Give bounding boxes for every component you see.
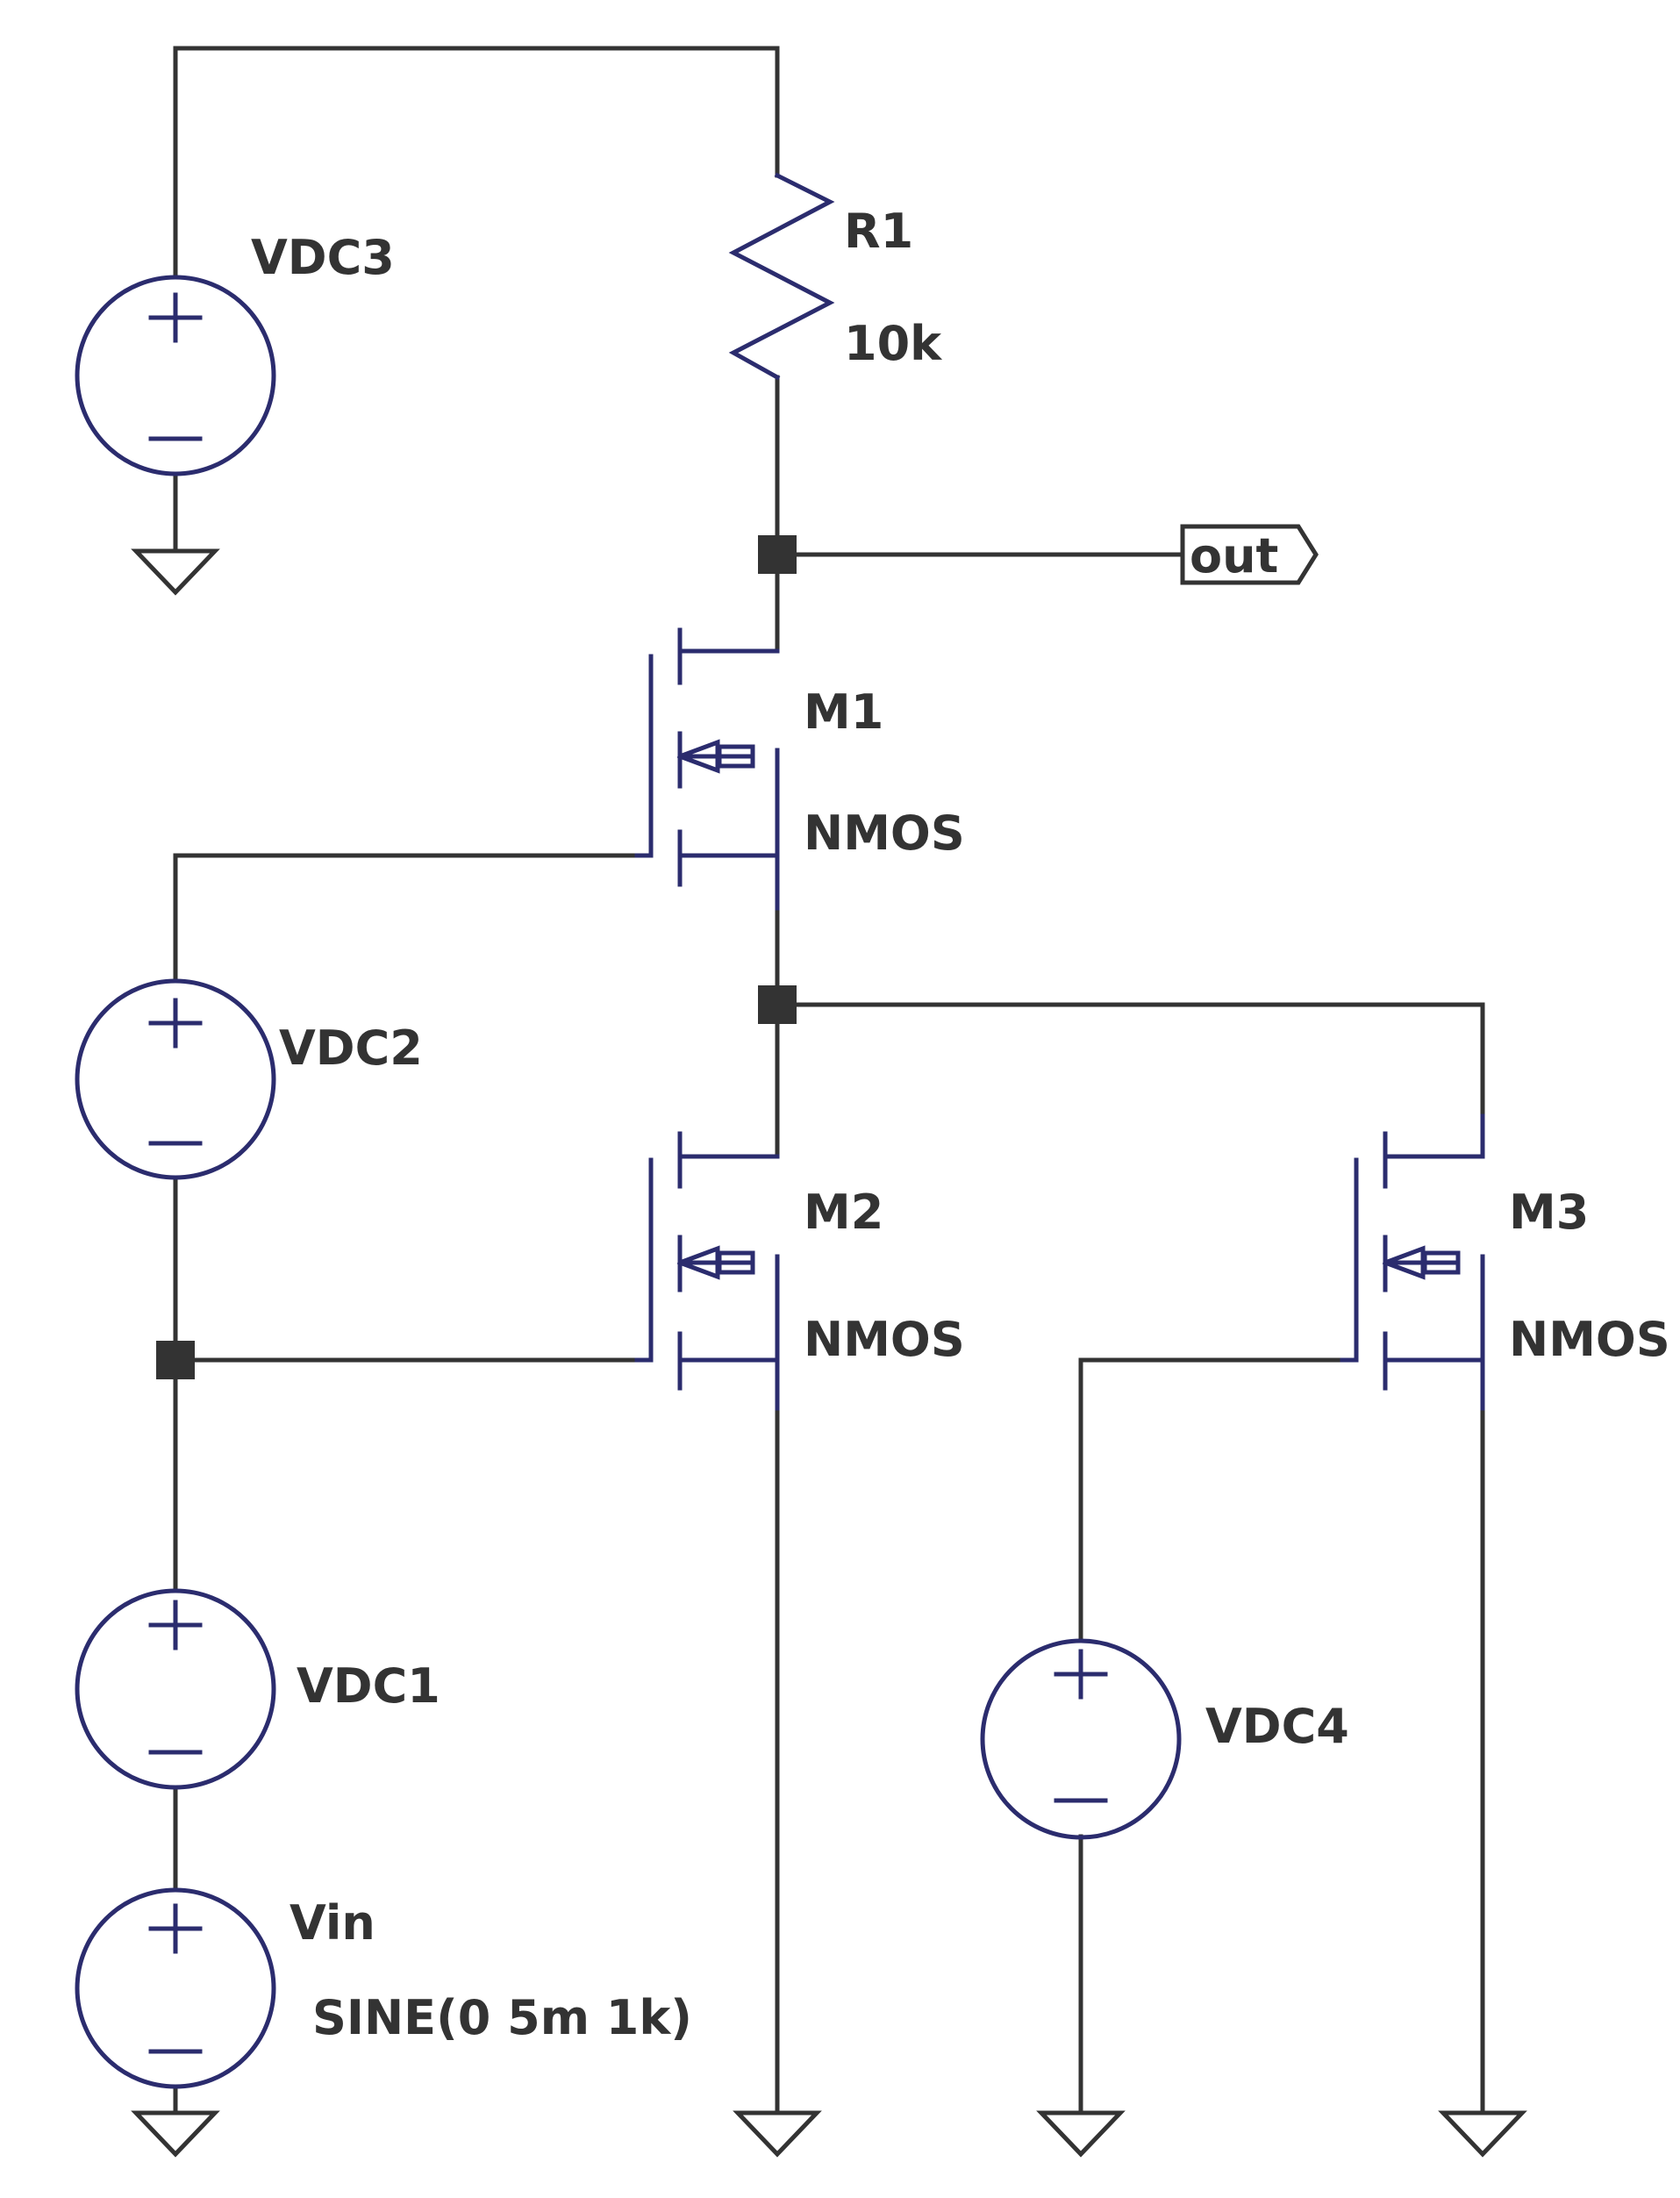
ground-icon-vdc3 xyxy=(131,548,220,596)
r1-resistor[interactable] xyxy=(728,172,835,381)
wire-mid-node-to-m3-drain xyxy=(775,1002,1485,1119)
vin-circle xyxy=(75,1887,276,2089)
vdc4-label: VDC4 xyxy=(1205,1699,1349,1754)
m3-label: M3 xyxy=(1509,1185,1589,1240)
m1-nmos[interactable] xyxy=(634,627,780,911)
m1-label: M1 xyxy=(804,684,883,740)
out-flag-shape xyxy=(1180,524,1319,585)
ground-icon-vin xyxy=(131,2110,220,2158)
m3-model: NMOS xyxy=(1509,1312,1670,1367)
vdc2-circle xyxy=(75,978,276,1180)
r1-value: 10k xyxy=(844,316,942,371)
wire-vdc2-to-m1-gate xyxy=(173,853,640,981)
vin-source[interactable] xyxy=(75,1887,276,2089)
m3-nmos[interactable] xyxy=(1340,1113,1485,1411)
r1-label: R1 xyxy=(844,204,913,259)
net-flag-out[interactable]: out xyxy=(1180,524,1319,585)
junctions xyxy=(156,535,797,1379)
vdc4-source[interactable] xyxy=(980,1638,1182,1840)
vdc3-circle xyxy=(75,275,276,476)
vdc1-source[interactable] xyxy=(75,1588,276,1790)
wire-m3-gate-to-vdc4 xyxy=(1078,1357,1345,1643)
m1-arrow-icon xyxy=(676,739,755,774)
wires xyxy=(173,46,1485,2113)
vdc3-source[interactable] xyxy=(75,275,276,476)
m3-drain-lead xyxy=(1383,1113,1485,1159)
m2-model: NMOS xyxy=(804,1312,965,1367)
vin-label: Vin xyxy=(290,1895,375,1951)
vdc1-circle xyxy=(75,1588,276,1790)
vdc2-label: VDC2 xyxy=(279,1020,423,1076)
r1-zigzag xyxy=(728,172,835,381)
m2-label: M2 xyxy=(804,1185,883,1240)
m2-nmos[interactable] xyxy=(634,1131,780,1411)
m1-model: NMOS xyxy=(804,805,965,861)
ground-icon-vdc4 xyxy=(1036,2110,1126,2158)
vdc3-label: VDC3 xyxy=(251,230,395,285)
ground-icon-m2 xyxy=(733,2110,822,2158)
ground-icon-m3 xyxy=(1438,2110,1527,2158)
vdc2-source[interactable] xyxy=(75,978,276,1180)
m3-arrow-icon xyxy=(1382,1245,1461,1280)
junction-mid-node xyxy=(758,985,797,1024)
vdc1-label: VDC1 xyxy=(297,1658,440,1714)
m2-arrow-icon xyxy=(676,1245,755,1280)
vin-value: SINE(0 5m 1k) xyxy=(312,1990,692,2045)
junction-bias-node xyxy=(156,1341,195,1379)
junction-out-node xyxy=(758,535,797,574)
wire-vdc3-to-r1 xyxy=(173,46,780,279)
out-flag-label: out xyxy=(1190,528,1278,584)
grounds xyxy=(131,548,1527,2158)
vdc4-circle xyxy=(980,1638,1182,1840)
